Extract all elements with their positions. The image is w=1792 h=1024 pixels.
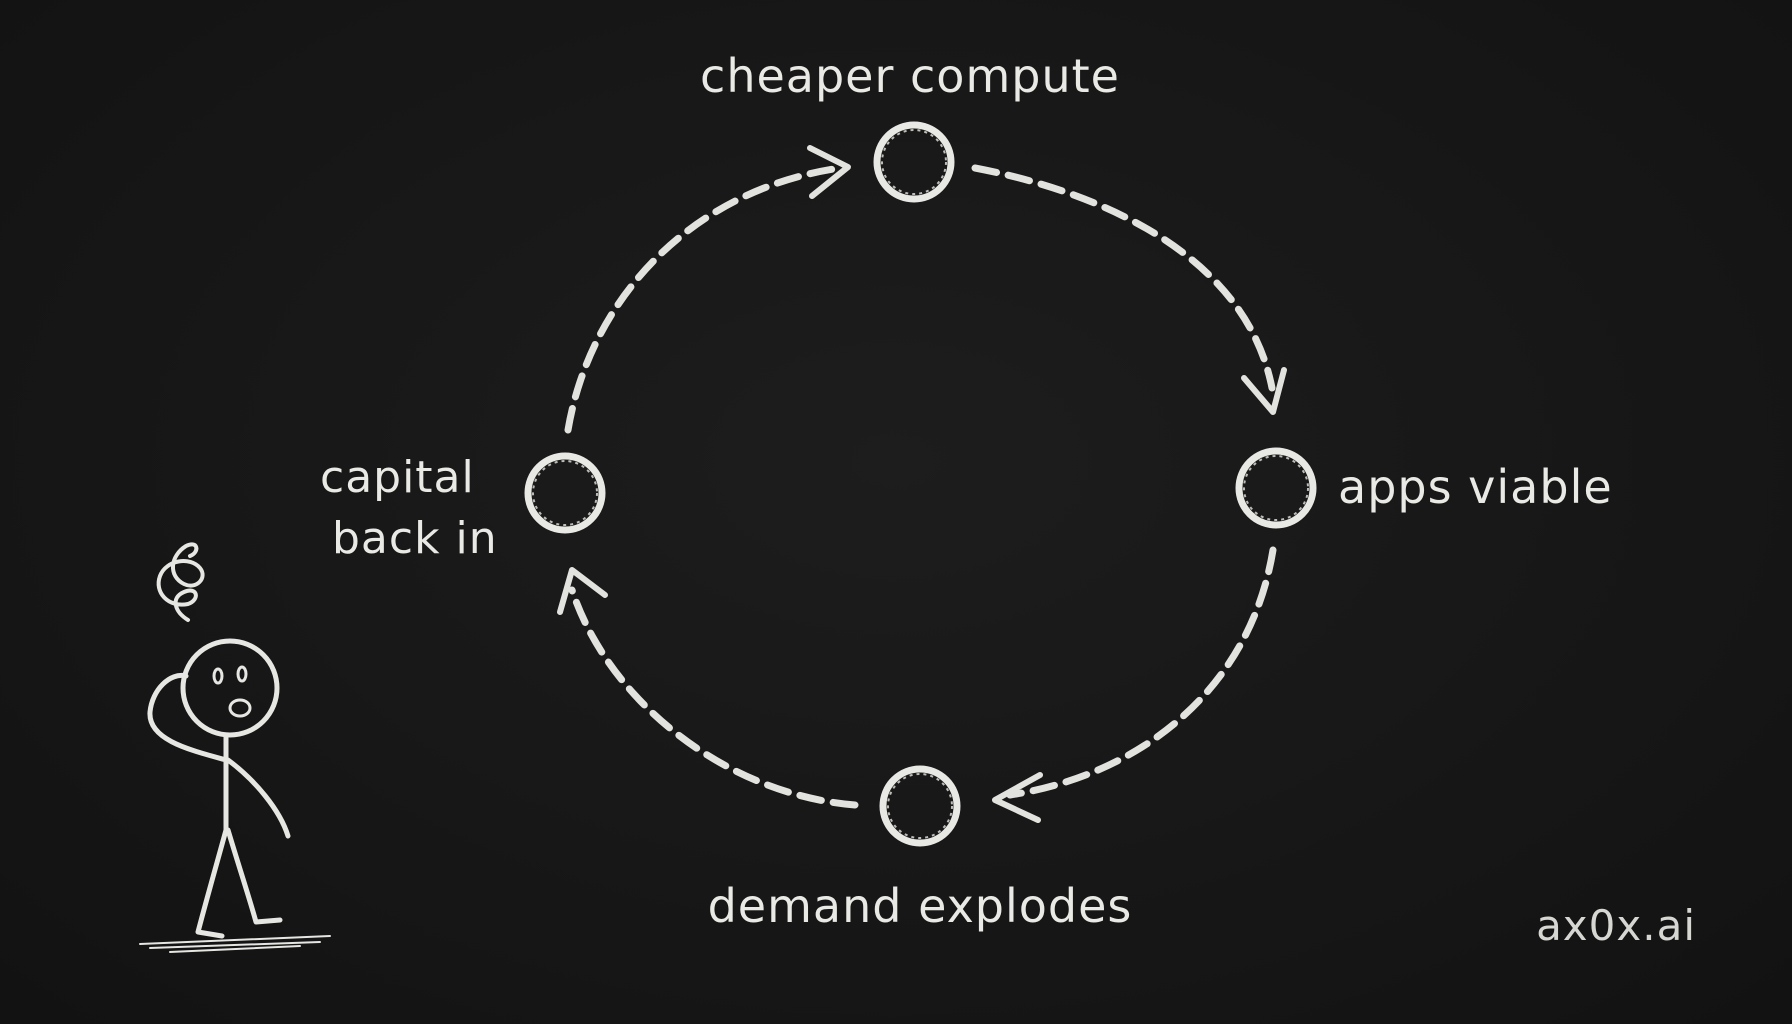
edge-left-to-top xyxy=(564,164,844,434)
node-right xyxy=(1235,447,1317,529)
node-bottom-label: demand explodes xyxy=(708,879,1133,933)
node-bottom xyxy=(879,765,961,847)
head xyxy=(180,638,280,738)
edge-top-to-right-arrowhead xyxy=(1241,367,1287,415)
node-left-ring xyxy=(524,452,606,534)
node-top-ring xyxy=(873,121,955,203)
edge-right-to-bottom xyxy=(1006,546,1277,799)
node-top xyxy=(873,121,955,203)
edge-bottom-to-left-arrowhead xyxy=(557,567,608,615)
node-left xyxy=(524,452,606,534)
eye-left xyxy=(212,667,224,685)
node-left-label-line-1: capital xyxy=(320,452,475,503)
edge-top-to-right xyxy=(971,164,1276,392)
node-top-label: cheaper compute xyxy=(700,49,1120,103)
edge-bottom-to-left xyxy=(568,586,859,809)
edge-right-to-bottom-arrowhead xyxy=(992,772,1043,823)
node-right-label: apps viable xyxy=(1338,460,1613,514)
mouth xyxy=(228,698,252,718)
node-left-label-line-2: back in xyxy=(332,513,498,564)
confused-stick-figure-icon xyxy=(139,542,331,953)
node-right-ring xyxy=(1235,447,1317,529)
brand-watermark: ax0x.ai xyxy=(1536,901,1696,950)
edge-left-to-top-arrowhead xyxy=(807,145,851,199)
spiral-icon xyxy=(156,542,205,622)
eye-right xyxy=(236,665,248,683)
node-bottom-ring xyxy=(879,765,961,847)
